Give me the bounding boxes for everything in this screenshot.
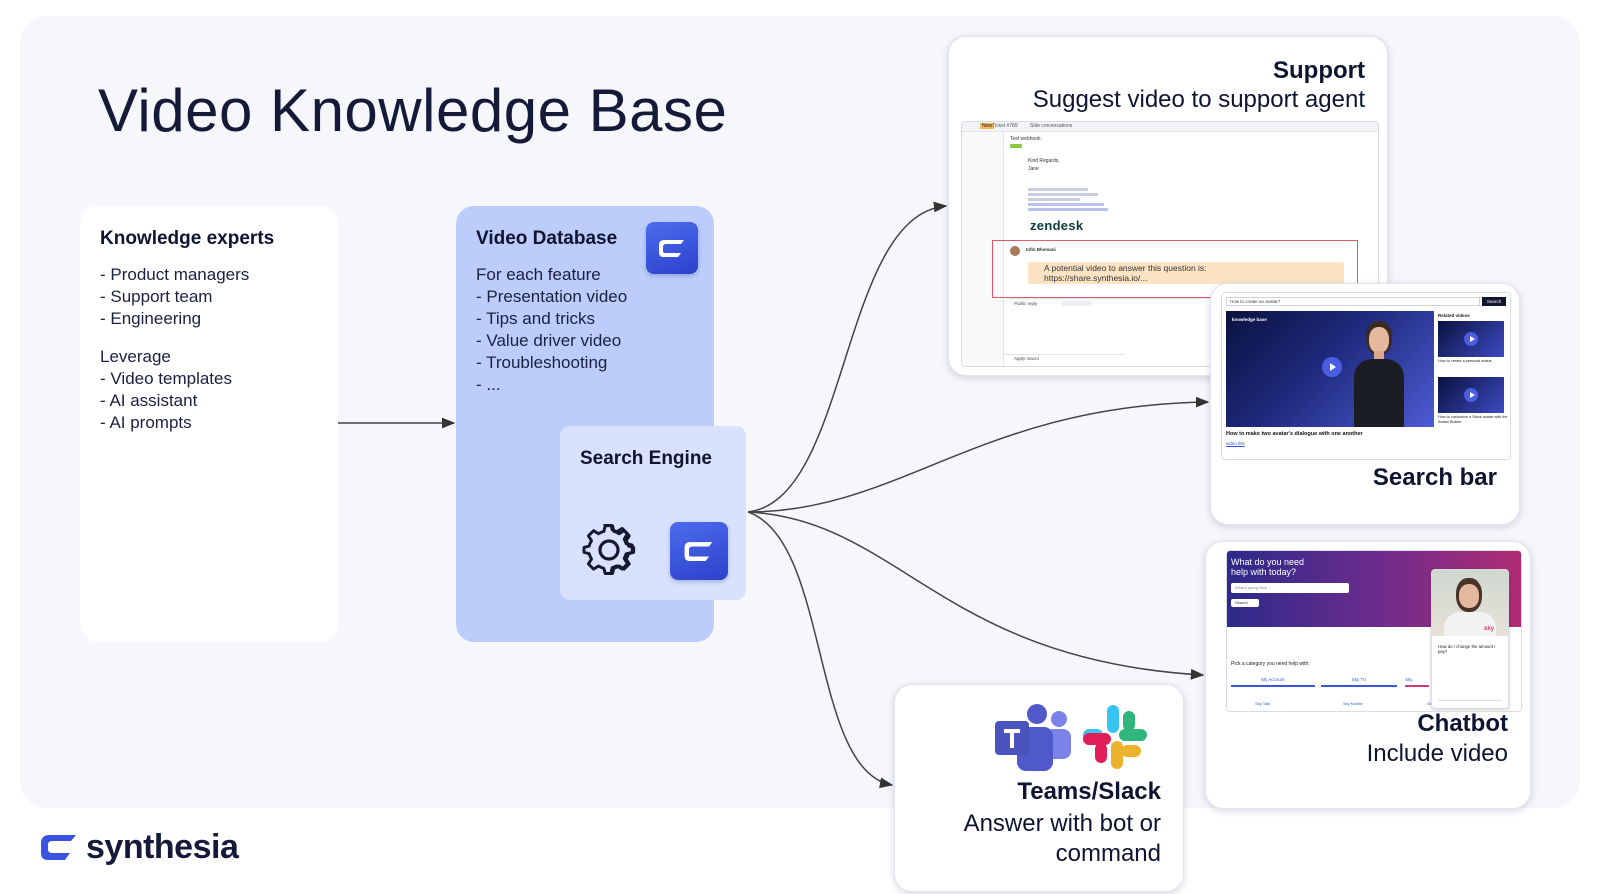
related-video-thumbnail[interactable] bbox=[1438, 321, 1504, 357]
related-video-thumbnail[interactable] bbox=[1438, 377, 1504, 413]
knowledge-experts-heading: Knowledge experts bbox=[100, 228, 275, 249]
video-player[interactable]: knowledge base bbox=[1226, 311, 1434, 427]
suggested-video-note: A potential video to answer this questio… bbox=[1028, 262, 1344, 284]
synthesia-app-icon bbox=[646, 222, 698, 274]
public-reply-button[interactable]: Public reply bbox=[1014, 301, 1038, 306]
video-database-card: Video Database For each feature - Presen… bbox=[456, 206, 714, 642]
chatbot-subtitle: Include video bbox=[1366, 740, 1508, 767]
apply-macro-button[interactable]: Apply macro bbox=[1014, 356, 1040, 361]
search-engine-card: Search Engine bbox=[560, 426, 746, 600]
chatbot-title: Chatbot bbox=[1417, 710, 1508, 737]
chatbot-screenshot: What do you need help with today? What's… bbox=[1226, 550, 1522, 712]
experts-leverage: Leverage - Video templates - AI assistan… bbox=[100, 347, 232, 432]
video-database-items: For each feature - Presentation video - … bbox=[476, 265, 628, 394]
kb-search-button[interactable]: Search bbox=[1482, 297, 1506, 306]
slack-icon bbox=[1083, 705, 1147, 769]
gear-icon bbox=[582, 524, 636, 575]
category-tab[interactable]: Sky TV bbox=[1321, 677, 1397, 687]
teams-slack-subtitle-2: command bbox=[1055, 840, 1161, 867]
video-link[interactable]: video link bbox=[1226, 441, 1245, 446]
microsoft-teams-icon bbox=[995, 704, 1071, 771]
teams-slack-subtitle-1: Answer with bot or bbox=[963, 810, 1161, 837]
support-card: Support Suggest video to support agent N… bbox=[948, 36, 1388, 376]
synthesia-app-icon bbox=[670, 522, 728, 580]
presenter-avatar bbox=[1350, 321, 1406, 427]
chatbot-search-button[interactable]: Search bbox=[1231, 599, 1259, 607]
category-tab[interactable]: My Account bbox=[1231, 677, 1315, 687]
page-title: Video Knowledge Base bbox=[98, 77, 728, 144]
teams-slack-card: Teams/Slack Answer with bot or command bbox=[894, 684, 1184, 892]
kb-search-input[interactable]: How to create an avatar? bbox=[1226, 297, 1480, 306]
chatbot-search-input[interactable]: What's going here bbox=[1231, 583, 1349, 593]
chatbot-widget: sky How do I change the amount I pay? bbox=[1431, 569, 1509, 709]
knowledge-experts-card: Knowledge experts - Product managers - S… bbox=[80, 206, 338, 642]
experts-roles: - Product managers - Support team - Engi… bbox=[100, 265, 250, 328]
synthesia-wordmark: synthesia bbox=[86, 828, 239, 866]
teams-slack-title: Teams/Slack bbox=[1017, 778, 1161, 805]
search-bar-screenshot: How to create an avatar? Search knowledg… bbox=[1221, 292, 1511, 460]
category-tab[interactable]: Sky bbox=[1405, 677, 1429, 687]
synthesia-logo: synthesia bbox=[40, 828, 239, 867]
video-caption: How to make two avatar's dialogue with o… bbox=[1226, 431, 1363, 437]
zendesk-logo: zendesk bbox=[1030, 218, 1084, 233]
support-title: Support bbox=[1273, 57, 1365, 84]
search-bar-title: Search bar bbox=[1372, 464, 1497, 491]
synthesia-logo-icon bbox=[41, 834, 76, 860]
search-bar-card: How to create an avatar? Search knowledg… bbox=[1210, 283, 1520, 525]
ticket-tab[interactable]: Ticket #789 bbox=[992, 123, 1018, 129]
video-database-heading: Video Database bbox=[476, 228, 618, 249]
support-subtitle: Suggest video to support agent bbox=[1032, 86, 1365, 113]
agent-avatar bbox=[1010, 246, 1020, 256]
search-engine-heading: Search Engine bbox=[580, 448, 712, 469]
chatbot-card: What do you need help with today? What's… bbox=[1205, 541, 1531, 809]
play-icon[interactable] bbox=[1322, 357, 1342, 377]
support-screenshot: New Ticket #789 Side conversations Test … bbox=[961, 121, 1379, 367]
side-conversations-tab[interactable]: Side conversations bbox=[1030, 123, 1073, 129]
